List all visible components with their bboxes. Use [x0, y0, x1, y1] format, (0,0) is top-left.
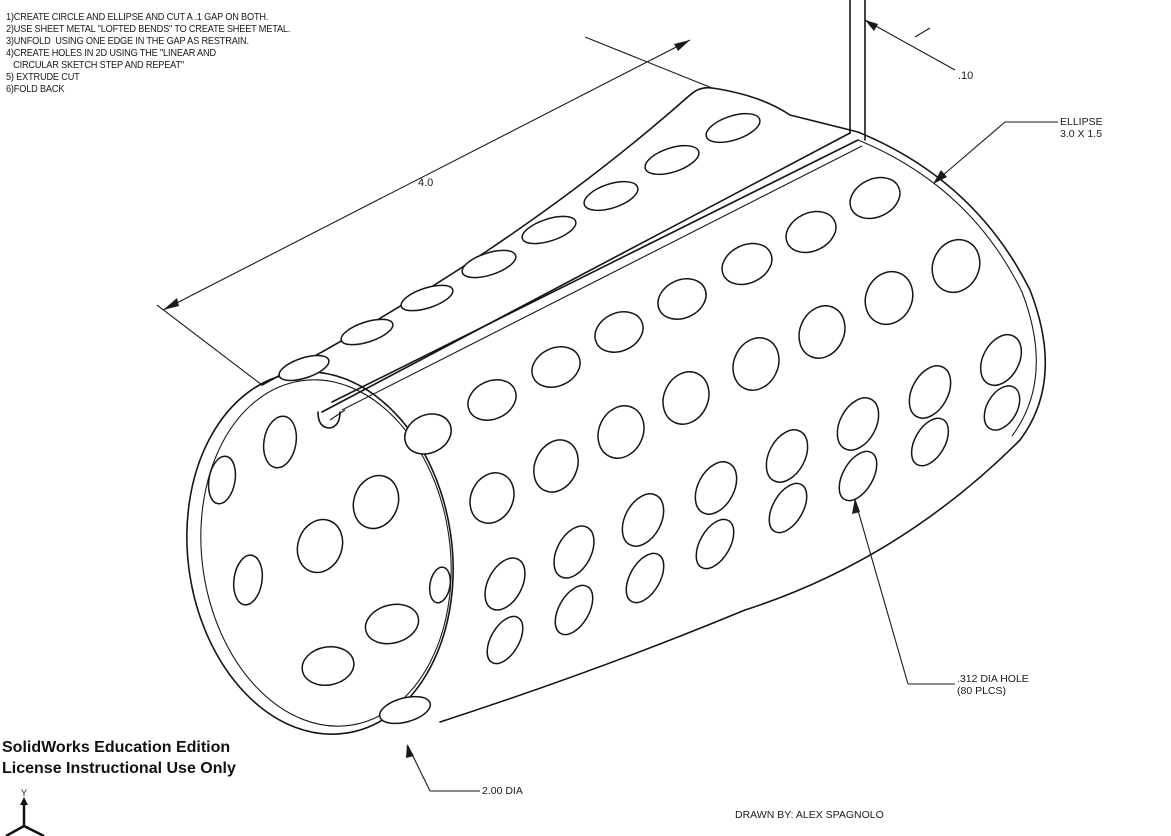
hole [296, 518, 344, 574]
hole [378, 695, 432, 725]
leader-circle-dia [406, 744, 480, 792]
triad-y-label: Y [21, 788, 27, 798]
hole [721, 242, 773, 286]
license-line2: License Instructional Use Only [2, 760, 236, 777]
hole [849, 176, 901, 220]
dimension-length: 4.0 [156, 36, 713, 386]
note-line: CIRCULAR SKETCH STEP AND REPEAT" [6, 60, 184, 71]
body-outline [439, 87, 1047, 723]
hole [400, 284, 454, 312]
hole-callout: .312 DIA HOLE (80 PLCS) [957, 673, 1029, 697]
hole [364, 603, 420, 645]
hole-callout-line2: (80 PLCS) [957, 685, 1007, 697]
hole [352, 474, 400, 530]
hole [662, 371, 710, 425]
hole [768, 482, 808, 534]
hole [864, 270, 914, 326]
hole [695, 518, 735, 570]
note-line: 2)USE SHEET METAL "LOFTED BENDS" TO CREA… [6, 24, 291, 35]
hole [705, 112, 761, 144]
holes-left-lobe [278, 112, 761, 382]
hole [486, 615, 524, 665]
hole [836, 397, 880, 451]
note-line: 6)FOLD BACK [6, 84, 65, 95]
hole [404, 413, 452, 455]
hole [838, 450, 878, 502]
dimension-gap: .10 [864, 19, 973, 82]
holes-inside-opening [207, 415, 452, 725]
hole [340, 318, 394, 346]
leader-hole [852, 498, 955, 685]
hole [583, 180, 639, 212]
hole [207, 455, 237, 505]
hole [765, 429, 809, 483]
front-end-inner [200, 379, 452, 727]
hole [262, 415, 298, 469]
hole [554, 584, 594, 636]
leader-ellipse [933, 121, 1058, 184]
hole [625, 552, 665, 604]
hole [657, 278, 707, 320]
hole [621, 493, 665, 547]
hole [278, 354, 330, 382]
hole [931, 238, 981, 294]
hole [531, 346, 581, 388]
ellipse-callout-line2: 3.0 X 1.5 [1060, 128, 1103, 140]
seam-edge-b [331, 139, 859, 403]
hole [694, 461, 738, 515]
hole [908, 365, 952, 419]
hole [533, 439, 579, 493]
holes-right-lobe [404, 176, 1023, 665]
hole [484, 557, 526, 611]
seam-edge-d [329, 409, 346, 421]
body-top-edge [261, 86, 713, 386]
note-line: 1)CREATE CIRCLE AND ELLIPSE AND CUT A .1… [6, 12, 269, 23]
hole [644, 144, 700, 176]
seam-end-notch [317, 411, 341, 429]
procedure-notes: 1)CREATE CIRCLE AND ELLIPSE AND CUT A .1… [6, 12, 290, 96]
note-line: 4)CREATE HOLES IN 2D USING THE "LINEAR A… [6, 48, 216, 59]
hole [594, 311, 644, 353]
hole [785, 210, 837, 254]
license-line1: SolidWorks Education Edition [2, 739, 231, 756]
gap-dim-text: .10 [958, 70, 973, 82]
seam-edge-a [321, 132, 851, 413]
hole-callout-line1: .312 DIA HOLE [957, 673, 1029, 685]
hole [232, 554, 264, 606]
coordinate-triad-icon: Y [5, 788, 45, 836]
hole [910, 417, 950, 467]
hole [798, 305, 846, 359]
body-outline-inner [857, 139, 1037, 437]
hole [461, 249, 517, 279]
note-line: 3)UNFOLD USING ONE EDGE IN THE GAP AS RE… [6, 36, 249, 47]
hole [597, 405, 645, 459]
length-dim-text: 4.0 [418, 177, 433, 189]
circle-dia-callout: 2.00 DIA [482, 785, 523, 797]
license-watermark: SolidWorks Education Edition License Ins… [2, 737, 236, 779]
hole [732, 337, 780, 391]
hole [467, 379, 517, 421]
ellipse-callout-line1: ELLIPSE [1060, 116, 1103, 128]
seam-edge-c [341, 145, 863, 411]
hole [521, 215, 577, 245]
ellipse-callout: ELLIPSE 3.0 X 1.5 [1060, 116, 1103, 140]
hole [553, 525, 595, 579]
hole [983, 385, 1021, 431]
note-line: 5) EXTRUDE CUT [6, 72, 80, 83]
hole [979, 333, 1023, 387]
hole [428, 566, 452, 604]
hole [301, 646, 355, 686]
hole [469, 472, 515, 524]
drawn-by-label: DRAWN BY: ALEX SPAGNOLO [735, 809, 884, 821]
